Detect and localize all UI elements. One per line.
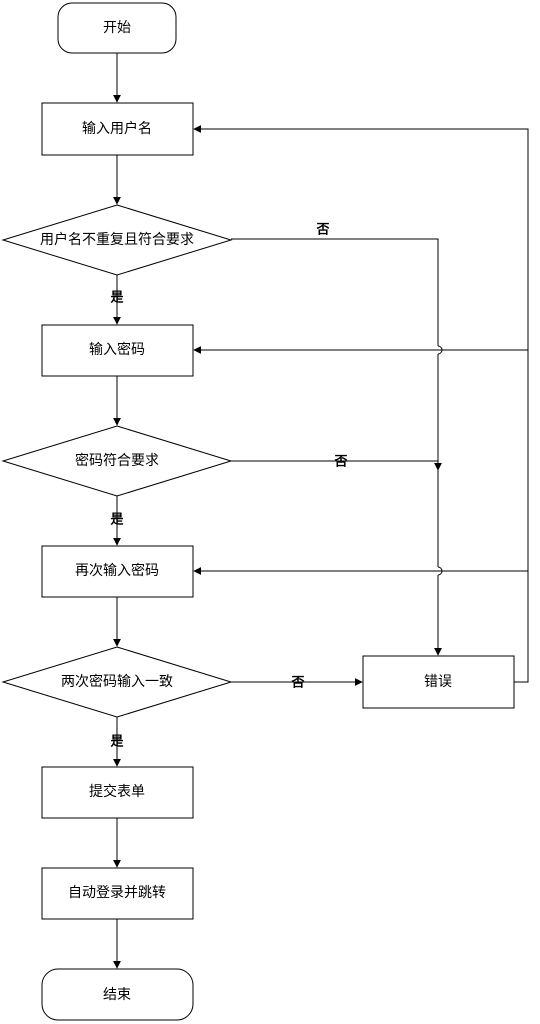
node-end: 结束 [41, 968, 194, 1021]
node-auto-login-label: 自动登录并跳转 [68, 885, 166, 901]
node-reinput-password-label: 再次输入密码 [75, 562, 159, 579]
node-error: 错误 [362, 655, 515, 709]
node-start: 开始 [57, 2, 177, 54]
edge-label-no-1: 否 [315, 223, 329, 238]
node-submit-form-label: 提交表单 [89, 783, 145, 800]
edge-label-no-2: 否 [333, 455, 347, 470]
node-check-match: 两次密码输入一致 [1, 646, 233, 718]
node-input-password-label: 输入密码 [89, 341, 145, 358]
edge-label-yes-2: 是 [109, 513, 124, 528]
edge-label-yes-3: 是 [109, 735, 124, 750]
edge-error-to-input-username [193, 125, 529, 683]
edge-check-username-no [231, 238, 439, 346]
node-auto-login: 自动登录并跳转 [41, 867, 194, 920]
node-check-match-label: 两次密码输入一致 [61, 673, 173, 690]
node-start-label: 开始 [103, 20, 131, 36]
node-check-password: 密码符合要求 [1, 425, 233, 497]
edge-label-no-3: 否 [290, 676, 304, 691]
node-end-label: 结束 [103, 987, 131, 1003]
node-check-password-label: 密码符合要求 [75, 452, 159, 469]
node-input-username: 输入用户名 [41, 102, 194, 156]
node-check-username: 用户名不重复且符合要求 [1, 204, 233, 276]
connectors [113, 53, 529, 969]
node-reinput-password: 再次输入密码 [41, 545, 194, 598]
node-input-password: 输入密码 [41, 324, 194, 377]
node-check-username-label: 用户名不重复且符合要求 [40, 231, 194, 248]
node-error-label: 错误 [424, 674, 452, 690]
edge-label-yes-1: 是 [109, 291, 124, 306]
node-submit-form: 提交表单 [41, 766, 194, 819]
node-input-username-label: 输入用户名 [82, 120, 152, 137]
